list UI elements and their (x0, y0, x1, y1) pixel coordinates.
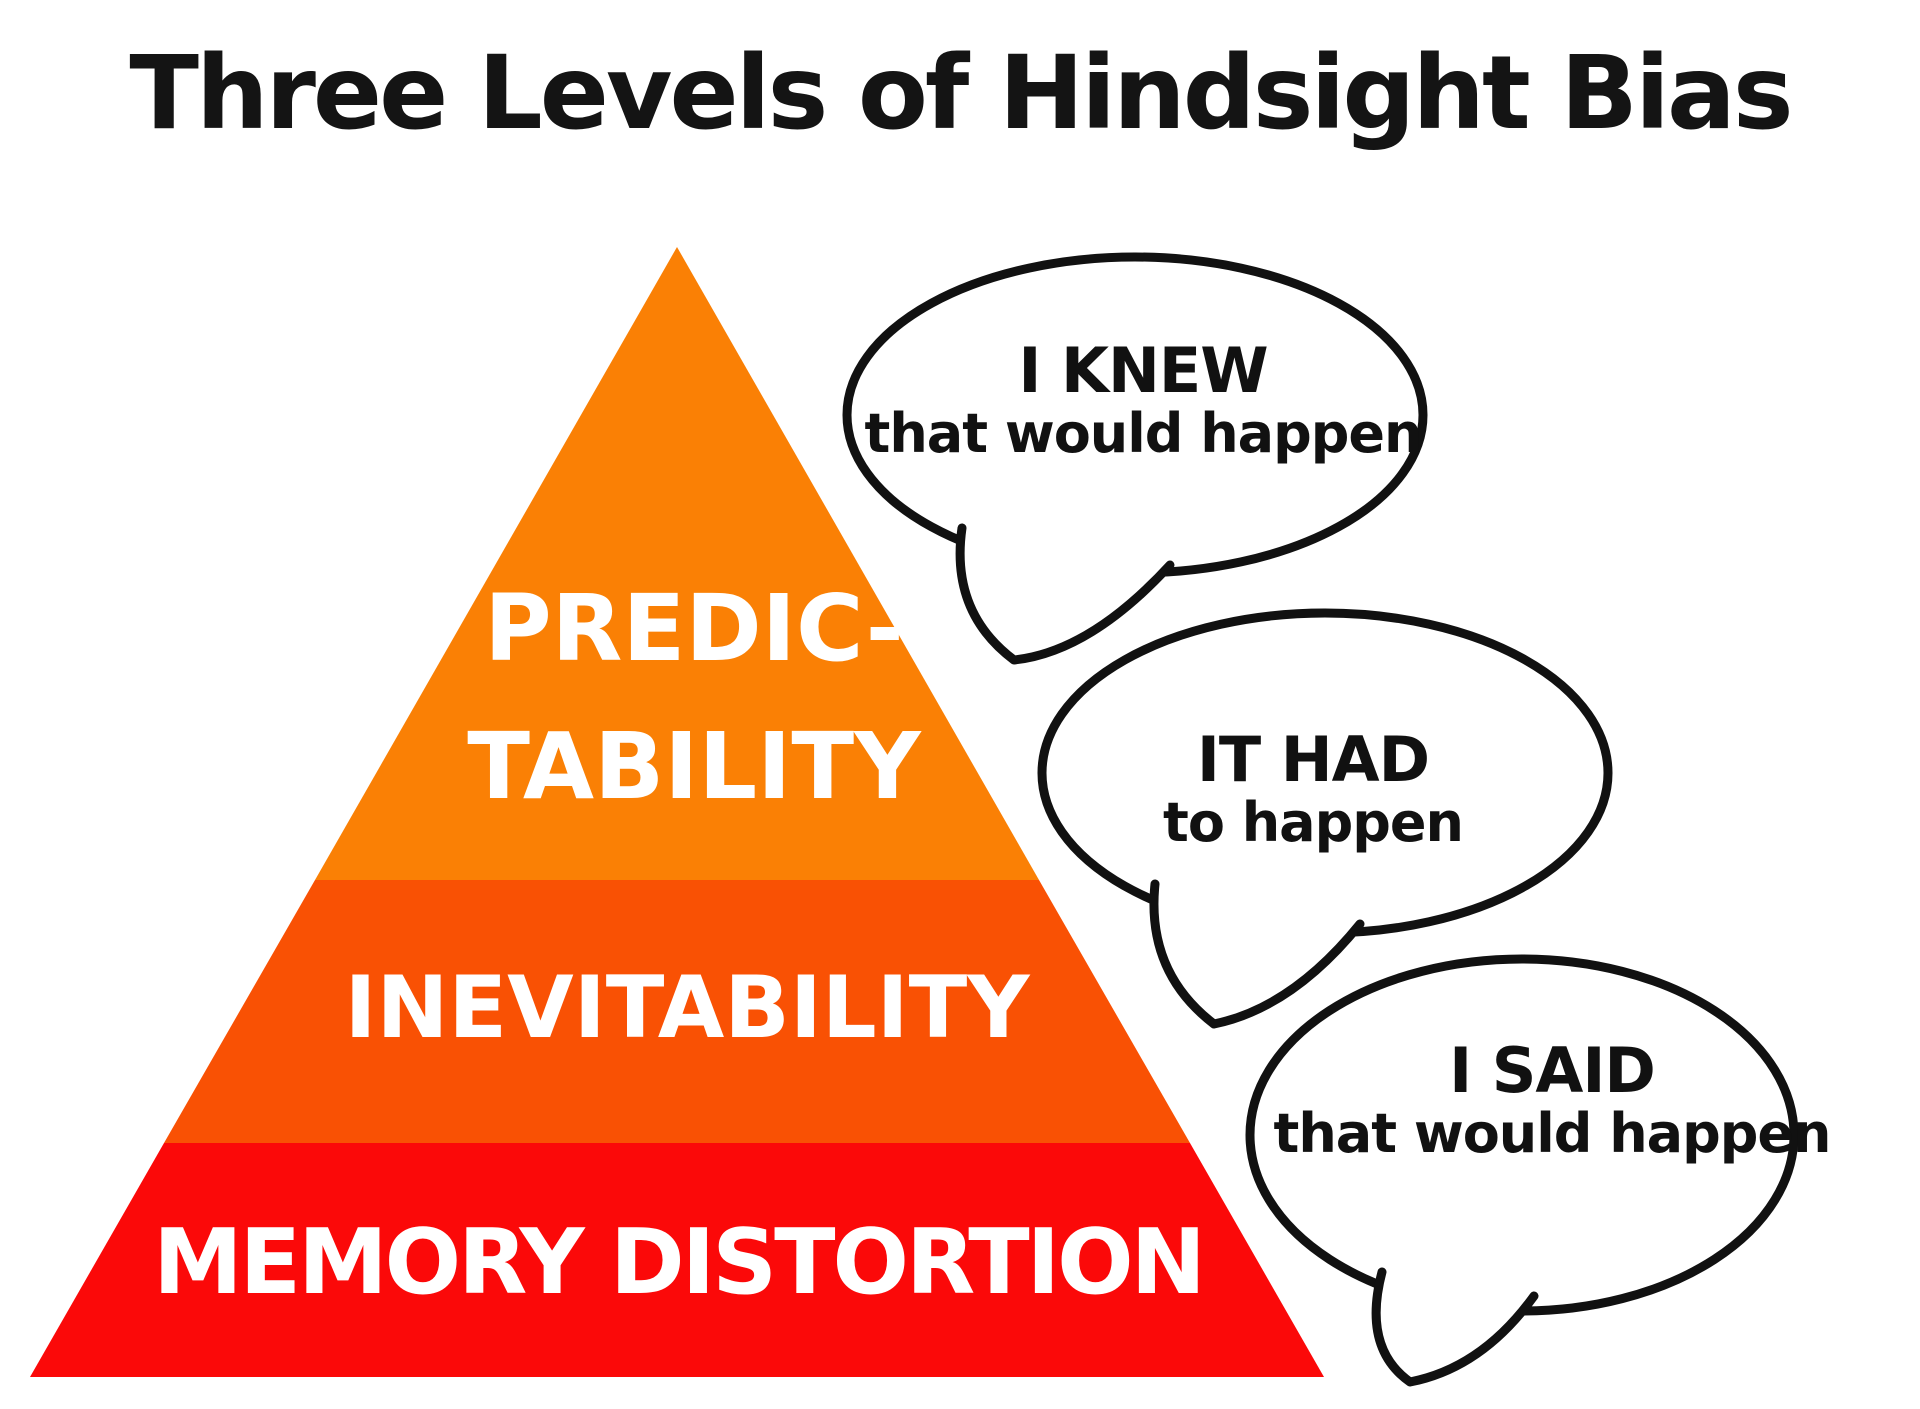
speech-bubble-1 (842, 252, 1428, 665)
pyramid-level-1-label-line-2: TABILITY (467, 713, 921, 820)
bubble-3-text: I SAID that would happen (1273, 1034, 1832, 1165)
pyramid-level-2-label-line-1: INEVITABILITY (344, 958, 1030, 1058)
pyramid-level-3-label-line-1: MEMORY DISTORTION (153, 1210, 1206, 1315)
bubble-2-line-1: IT HAD (1196, 723, 1430, 796)
bubble-2-tail (1149, 879, 1365, 1029)
bubble-3-line-1: I SAID (1449, 1034, 1656, 1107)
pyramid-level-1-label: PREDIC- TABILITY (467, 560, 920, 836)
bubble-1-text: I KNEW that would happen (864, 334, 1423, 465)
speech-bubble-2 (1037, 608, 1613, 1029)
bubble-1-line-1: I KNEW (1018, 334, 1268, 407)
pyramid-level-3-shape (30, 1143, 1324, 1377)
pyramid-level-2-shape (164, 880, 1190, 1143)
pyramid-level-1-label-line-1: PREDIC- (484, 575, 904, 682)
bubble-3-line-2: that would happen (1273, 1102, 1832, 1165)
page-title: Three Levels of Hindsight Bias (129, 34, 1793, 153)
bubble-2-line-2: to happen (1163, 791, 1464, 854)
pyramid-level-1-shape (315, 247, 1039, 880)
bubble-1-line-2: that would happen (864, 402, 1423, 465)
bubble-1-tail (955, 523, 1175, 665)
pyramid (30, 247, 1324, 1377)
pyramid-level-3-label: MEMORY DISTORTION (153, 1210, 1206, 1315)
pyramid-level-2-label: INEVITABILITY (344, 960, 1029, 1056)
bubble-3-tail (1371, 1267, 1539, 1387)
bubble-2-text: IT HAD to happen (1163, 723, 1464, 854)
speech-bubble-3 (1245, 954, 1799, 1387)
